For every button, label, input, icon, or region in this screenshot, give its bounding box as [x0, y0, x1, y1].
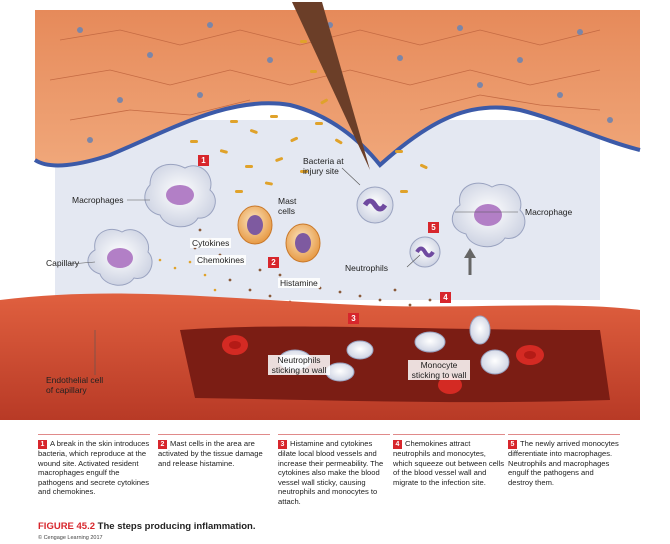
neutrophils-tissue — [356, 186, 441, 268]
label-cytokines: Cytokines — [190, 238, 232, 248]
step-2-text: Mast cells in the area are activated by … — [158, 439, 263, 468]
mast-cells — [237, 205, 321, 263]
label-capillary: Capillary — [46, 258, 80, 268]
thorn — [292, 2, 370, 170]
tissue-area — [55, 120, 600, 300]
step-4-number: 4 — [393, 440, 402, 449]
leader-lines — [69, 167, 518, 375]
figure-caption: FIGURE 45.2 The steps producing inflamma… — [38, 521, 256, 532]
basement-membrane — [33, 101, 641, 168]
label-endothelial-cell: Endothelial cell of capillary — [46, 375, 104, 395]
label-histamine: Histamine — [278, 278, 320, 288]
label-neutrophils: Neutrophils — [345, 263, 388, 273]
label-macrophages: Macrophages — [72, 195, 124, 205]
step-3-text: Histamine and cytokines dilate local blo… — [278, 439, 384, 506]
label-mast-cells: Mast cells — [278, 196, 297, 216]
badge-step-2: 2 — [268, 257, 279, 268]
step-1-number: 1 — [38, 440, 47, 449]
skin-nuclei — [77, 22, 613, 143]
label-bacteria: Bacteria at injury site — [303, 156, 344, 176]
chemokine-dots — [158, 258, 237, 302]
step-2-number: 2 — [158, 440, 167, 449]
figure-number: FIGURE 45.2 — [38, 521, 96, 532]
badge-step-4: 4 — [440, 292, 451, 303]
macrophage-bottom — [87, 228, 153, 286]
label-neutrophils-wall: Neutrophils sticking to wall — [268, 355, 330, 375]
copyright: © Cengage Learning 2017 — [38, 535, 103, 541]
label-chemokines: Chemokines — [195, 255, 247, 265]
badge-step-1: 1 — [198, 155, 209, 166]
label-macrophage: Macrophage — [525, 207, 573, 217]
badge-step-5: 5 — [428, 222, 439, 233]
step-5-number: 5 — [508, 440, 517, 449]
macrophage-top — [144, 163, 216, 228]
badge-step-3: 3 — [348, 313, 359, 324]
step-4-text: Chemokines attract neutrophils and monoc… — [393, 439, 505, 487]
step-5-text: The newly arrived monocytes differentiat… — [508, 439, 619, 487]
red-blood-cells — [222, 335, 544, 394]
capillary-lumen — [180, 326, 610, 403]
macrophage-right — [451, 182, 526, 248]
step-3-number: 3 — [278, 440, 287, 449]
step-1-text: A break in the skin introduces bacteria,… — [38, 439, 150, 497]
figure-title: The steps producing inflammation. — [97, 521, 256, 532]
label-monocyte-wall: Monocyte sticking to wall — [408, 360, 470, 380]
